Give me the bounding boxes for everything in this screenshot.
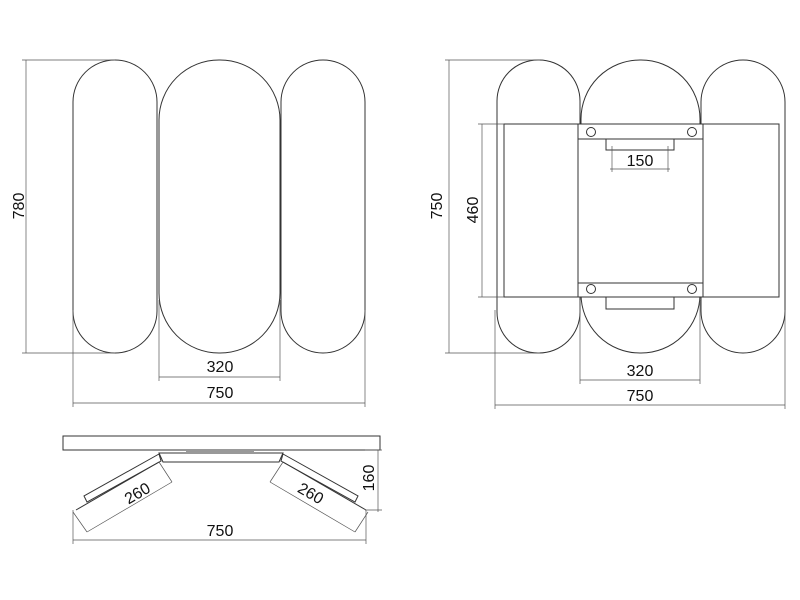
total-width-dimension: 750 [72,510,367,544]
panel-height-label: 460 [465,197,482,224]
height-dimension: 750 [429,59,540,354]
panel-height-dimension: 460 [465,123,504,298]
screw-hole-icon [586,127,596,137]
left-wing-label: 260 [122,480,154,508]
screw-hole-icon [687,284,697,294]
total-width-label: 750 [627,388,654,405]
mounting-plate [577,123,704,298]
center-mount [158,452,284,463]
top-bracket [605,138,675,151]
center-bracket [186,451,254,454]
total-width-label: 750 [207,385,234,402]
center-width-dimension: 320 [158,300,281,381]
screw-hole-icon [687,127,697,137]
bracket-width-dimension: 150 [610,146,670,172]
bracket-width-label: 150 [627,153,654,170]
top-view: 260 260 160 750 [62,435,382,544]
bottom-bracket [605,296,675,310]
depth-dimension: 160 [361,449,382,512]
wall-slab [62,435,381,451]
left-panel [72,59,158,354]
center-width-dimension: 320 [579,300,701,384]
screw-hole-icon [586,284,596,294]
front-view: 780 320 750 [11,59,366,407]
total-width-dimension: 750 [494,310,786,409]
center-width-label: 320 [207,359,234,376]
center-width-label: 320 [627,363,654,380]
total-width-dimension: 750 [72,310,366,407]
total-width-label: 750 [207,523,234,540]
height-label: 780 [11,193,28,220]
back-view: 150 460 750 320 750 [429,59,786,409]
right-wing [280,453,359,503]
right-panel [280,59,366,354]
depth-label: 160 [361,465,378,492]
height-dimension: 780 [11,59,115,354]
height-label: 750 [429,193,446,220]
center-panel [158,59,281,354]
left-wing [83,453,162,503]
